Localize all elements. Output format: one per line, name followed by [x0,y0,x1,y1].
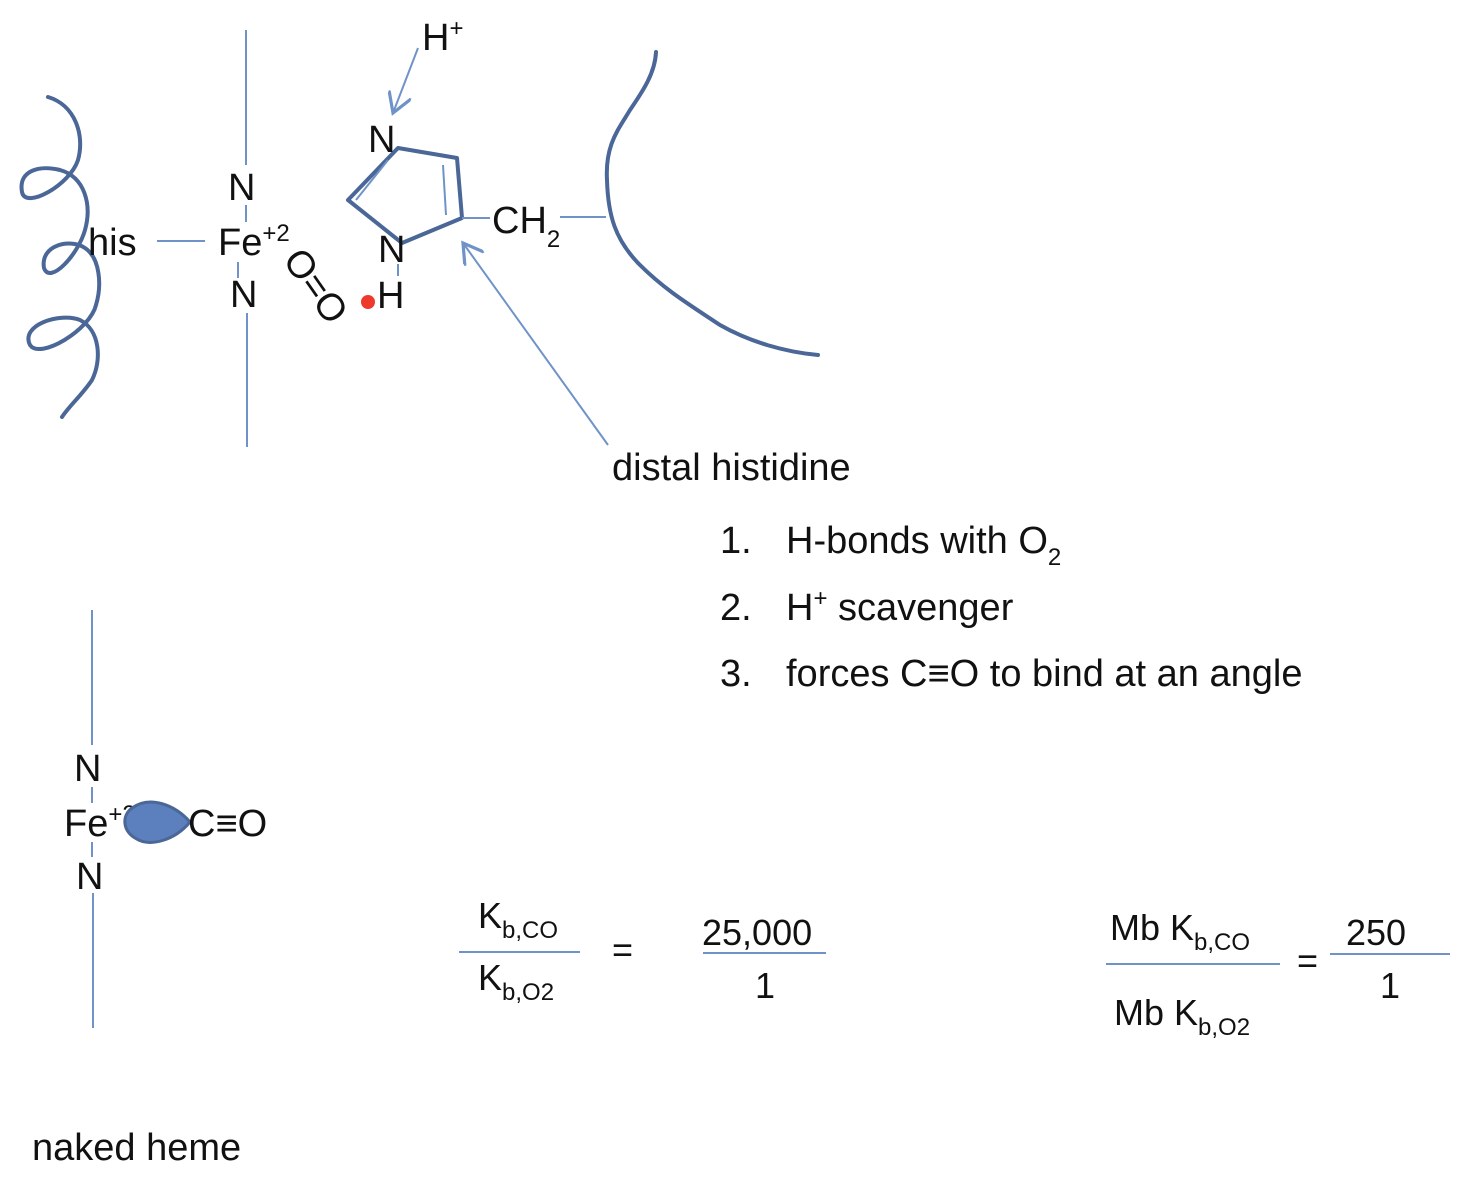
ring-double-bond-right [442,164,447,216]
free-kco-sub: b,CO [502,917,558,944]
ring-double-bond-left [355,159,389,201]
imidazole-ring [346,146,464,245]
mb-ko2-sub: b,O2 [1198,1014,1250,1041]
ch2-label: CH2 [492,200,560,253]
role-3-number: 3. [720,653,752,695]
mb-kco-sub: b,CO [1194,929,1250,956]
myoglobin-affinity-ratio: Mb Kb,CO Mb Kb,O2 = 250 1 [1106,907,1450,1041]
ring-h-label: H [377,275,404,317]
mb-ratio-denominator-value: 1 [1380,965,1400,1006]
naked-n-bottom: N [76,856,103,898]
role-1-text: H-bonds with O2 [786,520,1061,571]
role-1-number: 1. [720,520,752,562]
free-ko2: Kb,O2 [478,957,554,1006]
dioxygen-label: O=O [275,241,356,332]
mb-ratio-numerator-value: 250 [1346,912,1406,953]
role-2-rest: scavenger [827,587,1013,629]
free-ko2-sub: b,O2 [502,979,554,1006]
his-label: his [88,222,137,264]
proton-arrow [393,47,419,113]
fe-symbol: Fe [218,222,262,264]
role-2-number: 2. [720,587,752,629]
role-2-superscript: + [813,585,827,612]
mb-kco-k: Mb K [1110,907,1194,948]
ch-symbol: CH [492,200,547,242]
proximal-helix [19,95,102,419]
roles-list: 1. H-bonds with O2 2. H+ scavenger 3. fo… [720,520,1302,695]
proton-symbol: H [422,17,449,59]
free-ratio-denominator-value: 1 [755,965,775,1006]
mb-kco: Mb Kb,CO [1110,907,1250,956]
fe-charge: +2 [262,220,289,247]
distal-histidine-label: distal histidine [612,447,851,489]
naked-heme-label: naked heme [32,1127,241,1169]
role-1-main: H-bonds with O [786,520,1048,562]
role-1-subscript: 2 [1048,544,1061,571]
mb-ko2: Mb Kb,O2 [1114,992,1250,1041]
naked-fe-symbol: Fe [64,803,108,845]
naked-co-label: C≡O [188,803,267,845]
heme-n-top: N [228,167,255,209]
free-ko2-k: K [478,957,502,998]
hydrogen-bond-dot [361,295,375,309]
co-bond-blob [123,800,192,844]
ring-n-bottom: N [378,229,405,271]
ch2-subscript: 2 [547,226,560,253]
role-2-h: H [786,587,813,629]
free-heme-affinity-ratio: Kb,CO Kb,O2 = 25,000 1 [459,895,826,1006]
heme-n-bottom: N [230,274,257,316]
role-3-text: forces C≡O to bind at an angle [786,653,1302,695]
distal-histidine-arrow [463,243,609,446]
fe-label: Fe+2 [218,220,290,264]
protein-backbone [604,50,820,357]
mb-ratio-equals: = [1297,940,1318,981]
free-kco-k: K [478,895,502,936]
free-ratio-numerator-value: 25,000 [702,912,812,953]
free-ratio-equals: = [612,929,633,970]
role-2-text: H+ scavenger [786,585,1014,629]
naked-n-top: N [74,748,101,790]
free-kco: Kb,CO [478,895,558,944]
proton-charge: + [449,15,463,42]
proton-label: H+ [422,15,463,59]
mb-ko2-k: Mb K [1114,992,1198,1033]
ring-n-top: N [368,119,395,161]
